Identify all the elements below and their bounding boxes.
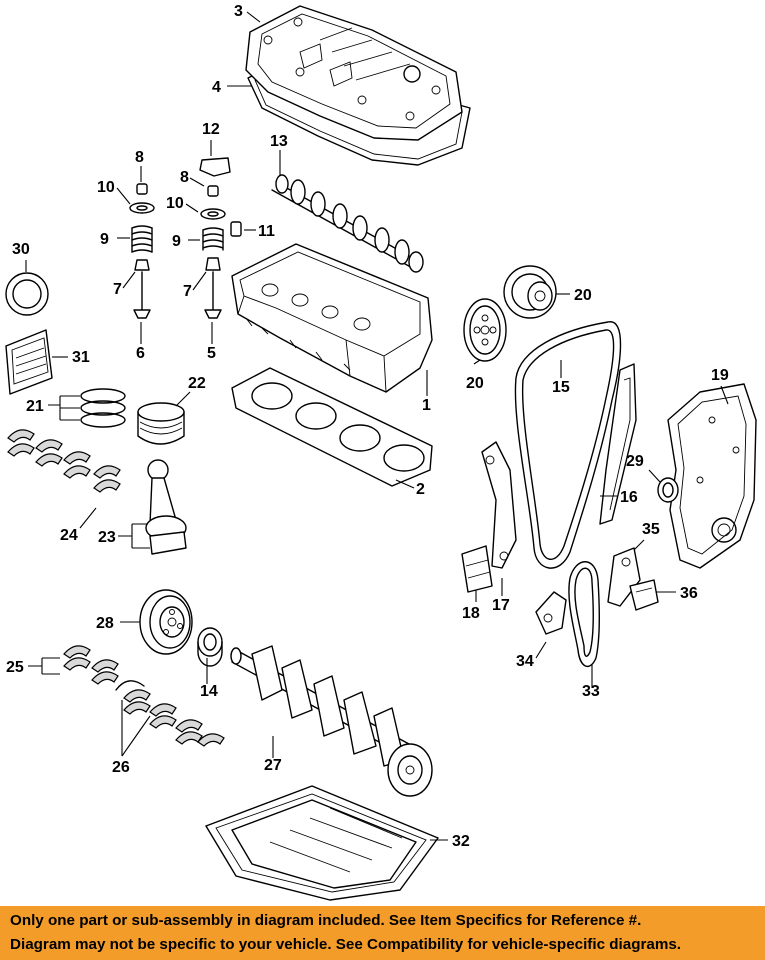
- callout-22: 22: [188, 375, 206, 392]
- head-gasket: [231, 367, 433, 487]
- engine-parts-diagram: 3 4 12 13 8 8 10 10 9 9 11 7 7 6 5 1 2 3…: [5, 3, 757, 901]
- callout-17: 17: [492, 597, 510, 614]
- callout-12: 12: [202, 121, 220, 138]
- callout-26: 26: [112, 759, 130, 776]
- valve-components-right: [199, 157, 242, 319]
- callout-24: 24: [60, 527, 78, 544]
- cam-sprocket-left: [463, 298, 507, 362]
- callout-9b: 9: [172, 233, 181, 250]
- callout-10: 10: [97, 179, 115, 196]
- oil-pump-chain: [568, 561, 601, 668]
- connecting-rod: [145, 459, 187, 555]
- callout-34: 34: [516, 653, 534, 670]
- notice-line-1: Only one part or sub-assembly in diagram…: [10, 912, 642, 929]
- cam-sprocket-right: [503, 265, 557, 319]
- callout-18: 18: [462, 605, 480, 622]
- camshaft: [271, 174, 424, 273]
- rod-bearings: [7, 429, 121, 493]
- callout-33: 33: [582, 683, 600, 700]
- callout-28: 28: [96, 615, 114, 632]
- callout-35: 35: [642, 521, 660, 538]
- crank-pulley: [139, 589, 193, 655]
- callout-31: 31: [72, 349, 90, 366]
- callout-36: 36: [680, 585, 698, 602]
- callout-labels: 3 4 12 13 8 8 10 10 9 9 11 7 7 6 5 1 2 3…: [6, 3, 729, 850]
- callout-15: 15: [552, 379, 570, 396]
- valve-cover: [245, 5, 463, 141]
- oil-pan: [205, 785, 439, 901]
- chain-tensioner: [461, 545, 493, 593]
- piston: [137, 402, 185, 445]
- callout-16: 16: [620, 489, 638, 506]
- callout-27: 27: [264, 757, 282, 774]
- piston-rings: [80, 388, 126, 428]
- valve-components-left: [129, 183, 155, 319]
- main-bearings: [63, 645, 225, 747]
- callout-7b: 7: [183, 283, 192, 300]
- callout-14: 14: [200, 683, 218, 700]
- oil-pump-tensioner-arm: [607, 547, 641, 607]
- front-crank-seal: [657, 477, 679, 503]
- oil-pump-tensioner: [629, 579, 659, 611]
- callout-7: 7: [113, 281, 122, 298]
- callout-13: 13: [270, 133, 288, 150]
- callout-23: 23: [98, 529, 116, 546]
- callout-4: 4: [212, 79, 221, 96]
- callout-20b: 20: [574, 287, 592, 304]
- callout-2: 2: [416, 481, 425, 498]
- callout-32: 32: [452, 833, 470, 850]
- callout-19: 19: [711, 367, 729, 384]
- callout-25: 25: [6, 659, 24, 676]
- callout-30: 30: [12, 241, 30, 258]
- notice-line-2: Diagram may not be specific to your vehi…: [10, 936, 681, 953]
- leader-lines: [25, 11, 729, 841]
- callout-8b: 8: [180, 169, 189, 186]
- crankshaft: [230, 645, 433, 797]
- crank-sprocket-bushing: [197, 627, 223, 667]
- callout-8: 8: [135, 149, 144, 166]
- callout-5: 5: [207, 345, 216, 362]
- cylinder-head: [231, 243, 433, 393]
- callout-11: 11: [258, 223, 275, 240]
- callout-10b: 10: [166, 195, 184, 212]
- cover-plate: [5, 329, 53, 395]
- oil-pump-guide: [535, 591, 567, 635]
- oil-seal: [5, 272, 49, 316]
- callout-3: 3: [234, 3, 243, 20]
- chain-tensioner-arm: [481, 441, 517, 569]
- notice-banner: Only one part or sub-assembly in diagram…: [0, 906, 765, 960]
- chain-guide-right: [599, 363, 637, 525]
- callout-29: 29: [626, 453, 644, 470]
- callout-21: 21: [26, 398, 44, 415]
- callout-1: 1: [422, 397, 431, 414]
- timing-chain: [514, 321, 622, 569]
- callout-9: 9: [100, 231, 109, 248]
- callout-20: 20: [466, 375, 484, 392]
- callout-6: 6: [136, 345, 145, 362]
- timing-cover: [667, 383, 757, 569]
